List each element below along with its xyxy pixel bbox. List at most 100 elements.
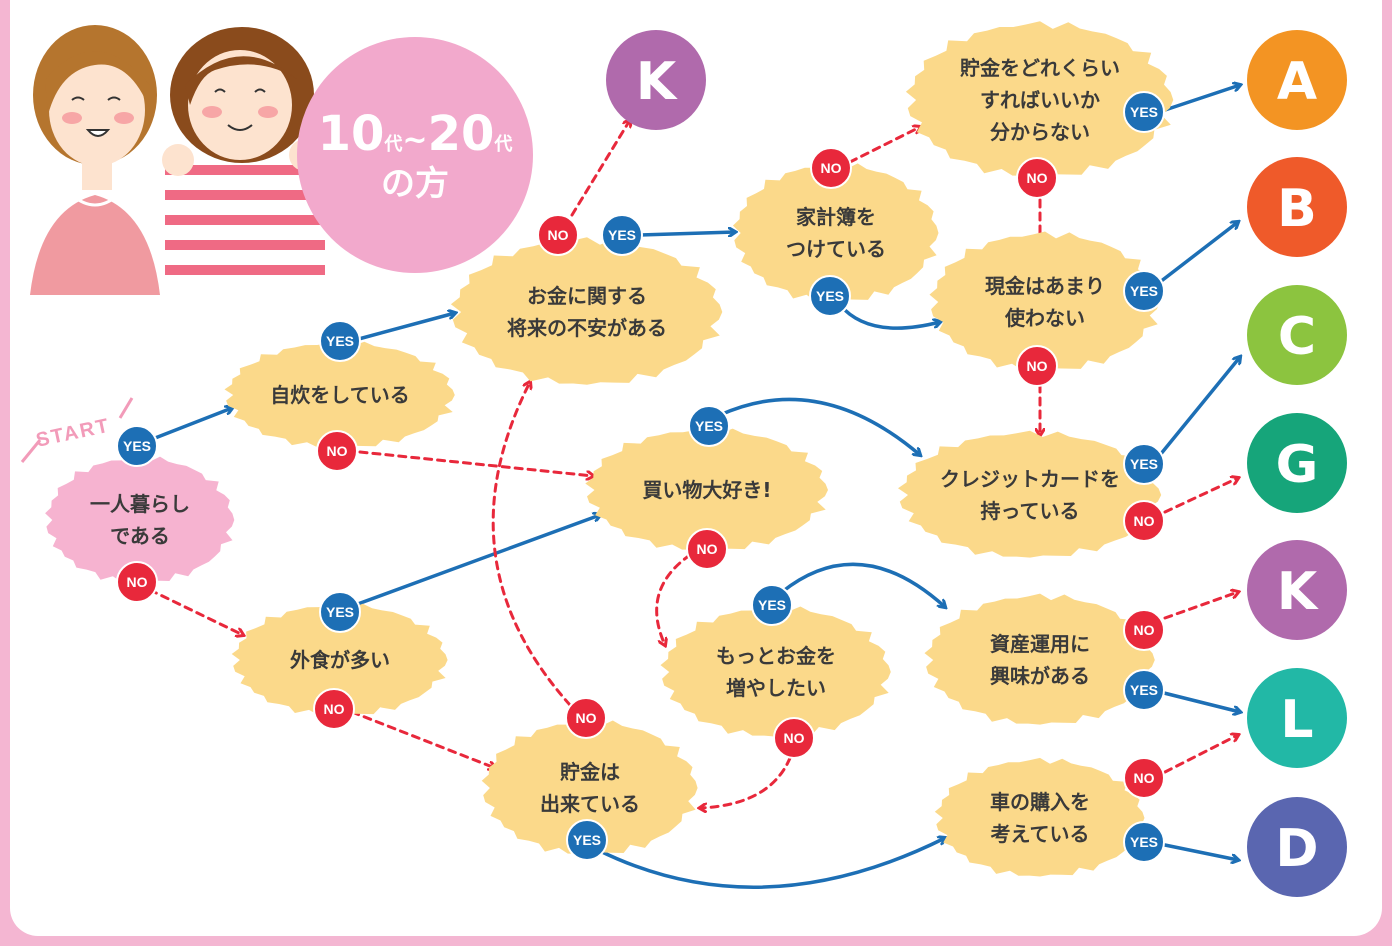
question-text-q1: 一人暮らし (90, 492, 190, 516)
arrow-q7-no (848, 127, 920, 164)
no-badge-circle (1123, 500, 1165, 542)
question-text-q9: 使わない (1004, 306, 1085, 330)
yes-badge-label: YES (1130, 456, 1158, 472)
arrow-q4-yes (638, 232, 735, 235)
question-text-q1: である (110, 524, 170, 548)
no-badge-label: NO (697, 541, 718, 557)
no-badge-label: NO (1134, 513, 1155, 529)
yes-badge-label: YES (758, 597, 786, 613)
no-badge-label: NO (127, 574, 148, 590)
result-d: D (1247, 797, 1347, 897)
no-badge-q8: NO (1016, 157, 1058, 199)
bubble-shape-q10 (898, 430, 1162, 558)
no-badge-q12: NO (1123, 609, 1165, 651)
yes-badge-q6: YES (566, 819, 608, 861)
yes-badge-q3: YES (319, 591, 361, 633)
yes-badge-q2: YES (319, 320, 361, 362)
yes-badge-circle (809, 275, 851, 317)
yes-badge-label: YES (816, 288, 844, 304)
question-text-q11: 増やしたい (726, 676, 826, 700)
result-l: L (1247, 668, 1347, 768)
result-letter-k: K (1277, 562, 1319, 622)
result-b: B (1247, 157, 1347, 257)
yes-badge-q12: YES (1123, 669, 1165, 711)
result-letter-g: G (1276, 435, 1319, 495)
yes-badge-q8: YES (1123, 91, 1165, 133)
question-text-q11: もっとお金を (716, 644, 836, 668)
no-badge-label: NO (1134, 622, 1155, 638)
no-badge-label: NO (576, 710, 597, 726)
yes-badge-q4: YES (601, 214, 643, 256)
no-badge-label: NO (324, 701, 345, 717)
yes-badge-label: YES (608, 227, 636, 243)
result-circle-b (1247, 157, 1347, 257)
yes-badge-label: YES (123, 438, 151, 454)
no-badge-circle (1016, 345, 1058, 387)
bubble-shape-q13 (934, 757, 1145, 877)
result-letter-b: B (1277, 179, 1317, 239)
no-badge-q11: NO (773, 717, 815, 759)
no-badge-q1: NO (116, 561, 158, 603)
bubble-shape-q5 (585, 427, 828, 551)
question-text-q12: 資産運用に (990, 632, 1090, 656)
result-k_top: K (606, 30, 706, 130)
question-bubbles: 一人暮らしである自炊をしている外食が多いお金に関する将来の不安がある買い物大好き… (45, 21, 1174, 877)
arrow-q10-yes (1158, 357, 1240, 457)
yes-badge-circle (688, 405, 730, 447)
no-badge-circle (686, 528, 728, 570)
question-text-q6: 出来ている (540, 792, 640, 816)
start-label: START (20, 397, 134, 463)
result-letter-k_top: K (636, 52, 678, 112)
result-c: C (1247, 285, 1347, 385)
no-badge-q13: NO (1123, 757, 1165, 799)
yes-no-badges: YES NO YES NO YES NO NO YES YES NO NO YES NO YES YES NO… (116, 91, 1165, 863)
question-text-q4: 将来の不安がある (507, 316, 667, 340)
question-text-q3: 外食が多い (290, 648, 390, 672)
question-text-q9: 現金はあまり (985, 274, 1105, 298)
arrow-q2-yes (353, 313, 455, 342)
yes-badge-q1: YES (116, 425, 158, 467)
yes-badge-label: YES (1130, 682, 1158, 698)
title-num2: 20 (428, 106, 495, 162)
result-circle-k_top (606, 30, 706, 130)
yes-badge-q13: YES (1123, 821, 1165, 863)
no-badge-q9: NO (1016, 345, 1058, 387)
bubble-shape-q12 (924, 593, 1155, 725)
svg-text:START: START (34, 415, 112, 452)
yes-badge-label: YES (1130, 283, 1158, 299)
question-text-q5: 買い物大好き! (642, 478, 771, 502)
no-badge-label: NO (1027, 170, 1048, 186)
arrow-q4-no (570, 120, 630, 217)
no-badge-circle (313, 688, 355, 730)
question-text-q8: すればいいか (980, 88, 1100, 112)
no-badge-label: NO (784, 730, 805, 746)
bubble-shape-q1 (45, 455, 235, 583)
question-text-q7: つけている (786, 237, 886, 261)
no-badge-q10: NO (1123, 500, 1165, 542)
arrow-q5-yes (718, 397, 920, 455)
yes-badge-label: YES (1130, 834, 1158, 850)
bubble-shape-q2 (224, 341, 455, 448)
arrow-q2-no (358, 450, 593, 476)
arrow-q11-no (700, 756, 792, 808)
yes-badge-label: YES (1130, 104, 1158, 120)
bubble-shape-q4 (450, 237, 723, 385)
result-circle-a (1247, 30, 1347, 130)
yes-badge-q7: YES (809, 275, 851, 317)
no-badge-label: NO (821, 160, 842, 176)
no-badge-label: NO (1134, 770, 1155, 786)
arrow-q6-yes (596, 838, 945, 889)
title-suffix1: 代 (383, 134, 402, 155)
no-badge-circle (773, 717, 815, 759)
yes-badge-circle (116, 425, 158, 467)
bubble-shape-q9 (929, 231, 1160, 371)
title-suffix2: 代 (493, 134, 512, 155)
